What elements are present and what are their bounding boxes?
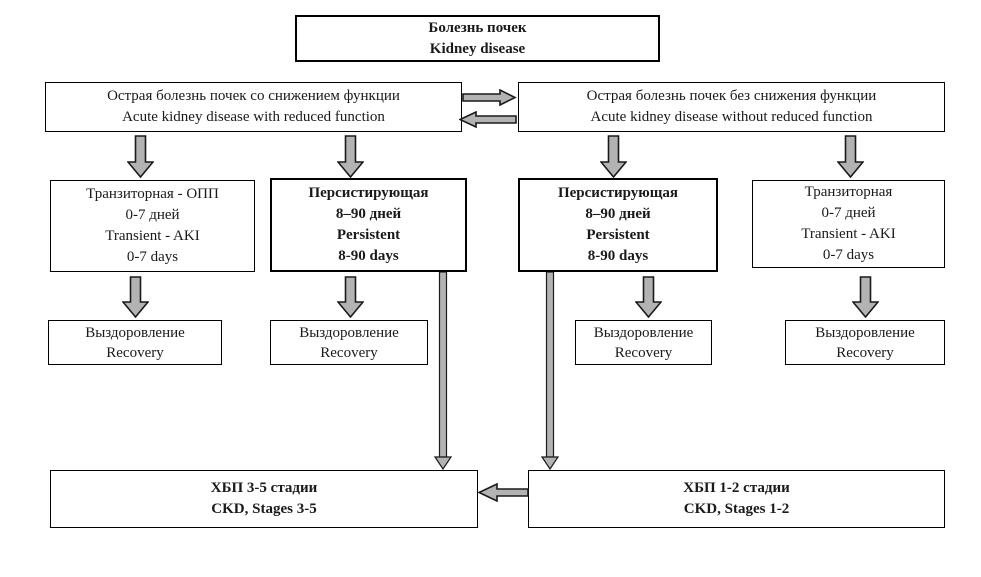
- box-line: Persistent: [586, 227, 650, 243]
- box-line: Болезнь почек: [428, 19, 527, 36]
- box-line: Выздоровление: [299, 324, 399, 341]
- persistent-left-box: Персистирующая 8–90 дней Persistent 8-90…: [270, 178, 467, 272]
- box-line: Acute kidney disease with reduced functi…: [122, 109, 385, 125]
- acute-without-reduced-function-box: Острая болезнь почек без снижения функци…: [518, 82, 945, 132]
- long-down-arrow-icon: [541, 272, 559, 470]
- recovery-box-2: Выздоровление Recovery: [270, 320, 428, 365]
- ckd-stages-3-5-box: ХБП 3-5 стадии CKD, Stages 3-5: [50, 470, 478, 528]
- down-arrow-icon: [635, 276, 662, 318]
- down-arrow-icon: [127, 135, 154, 178]
- box-line: 0-7 дней: [821, 205, 876, 221]
- box-line: CKD, Stages 3-5: [211, 501, 317, 517]
- box-line: Recovery: [836, 344, 894, 361]
- box-line: Выздоровление: [593, 324, 694, 341]
- persistent-right-box: Персистирующая 8–90 дней Persistent 8-90…: [518, 178, 718, 272]
- box-line: Острая болезнь почек со снижением функци…: [107, 88, 400, 104]
- down-arrow-icon: [852, 276, 879, 318]
- box-line: 0-7 days: [822, 247, 875, 263]
- box-line: 8-90 days: [338, 248, 399, 264]
- box-line: Персистирующая: [308, 185, 429, 201]
- box-line: Recovery: [320, 344, 378, 361]
- box-line: ХБП 3-5 стадии: [210, 480, 318, 496]
- box-line: Persistent: [336, 227, 401, 243]
- box-line: Выздоровление: [815, 324, 915, 341]
- transient-right-box: Транзиторная 0-7 дней Transient - AKI 0-…: [752, 180, 945, 268]
- box-line: Острая болезнь почек без снижения функци…: [586, 88, 877, 104]
- recovery-box-3: Выздоровление Recovery: [575, 320, 712, 365]
- box-line: Kidney disease: [429, 40, 526, 57]
- acute-with-reduced-function-box: Острая болезнь почек со снижением функци…: [45, 82, 462, 132]
- box-line: CKD, Stages 1-2: [683, 501, 790, 517]
- box-line: Выздоровление: [85, 324, 185, 341]
- box-line: Acute kidney disease without reduced fun…: [590, 109, 873, 125]
- box-line: Персистирующая: [557, 185, 679, 201]
- box-line: 8–90 дней: [335, 206, 402, 222]
- down-arrow-icon: [337, 135, 364, 178]
- long-down-arrow-icon: [434, 272, 452, 470]
- down-arrow-icon: [122, 276, 149, 318]
- ckd-stages-1-2-box: ХБП 1-2 стадии CKD, Stages 1-2: [528, 470, 945, 528]
- right-arrow-icon: [462, 89, 517, 106]
- transient-aki-left-box: Транзиторная - ОПП 0-7 дней Transient - …: [50, 180, 255, 272]
- box-line: Transient - AKI: [105, 228, 200, 244]
- down-arrow-icon: [837, 135, 864, 178]
- box-line: ХБП 1-2 стадии: [683, 480, 790, 496]
- down-arrow-icon: [600, 135, 627, 178]
- box-line: Recovery: [614, 344, 673, 361]
- down-arrow-icon: [337, 276, 364, 318]
- kidney-disease-box: Болезнь почек Kidney disease: [295, 15, 660, 62]
- left-arrow-icon: [459, 111, 517, 128]
- recovery-box-4: Выздоровление Recovery: [785, 320, 945, 365]
- box-line: 8-90 days: [587, 248, 649, 264]
- box-line: 0-7 дней: [125, 207, 180, 223]
- box-line: Транзиторная - ОПП: [86, 186, 219, 202]
- box-line: Recovery: [106, 344, 164, 361]
- box-line: Транзиторная: [804, 184, 893, 200]
- box-line: Transient - AKI: [801, 226, 896, 242]
- left-arrow-icon: [478, 483, 529, 502]
- box-line: 8–90 дней: [585, 206, 651, 222]
- recovery-box-1: Выздоровление Recovery: [48, 320, 222, 365]
- box-line: 0-7 days: [126, 249, 179, 265]
